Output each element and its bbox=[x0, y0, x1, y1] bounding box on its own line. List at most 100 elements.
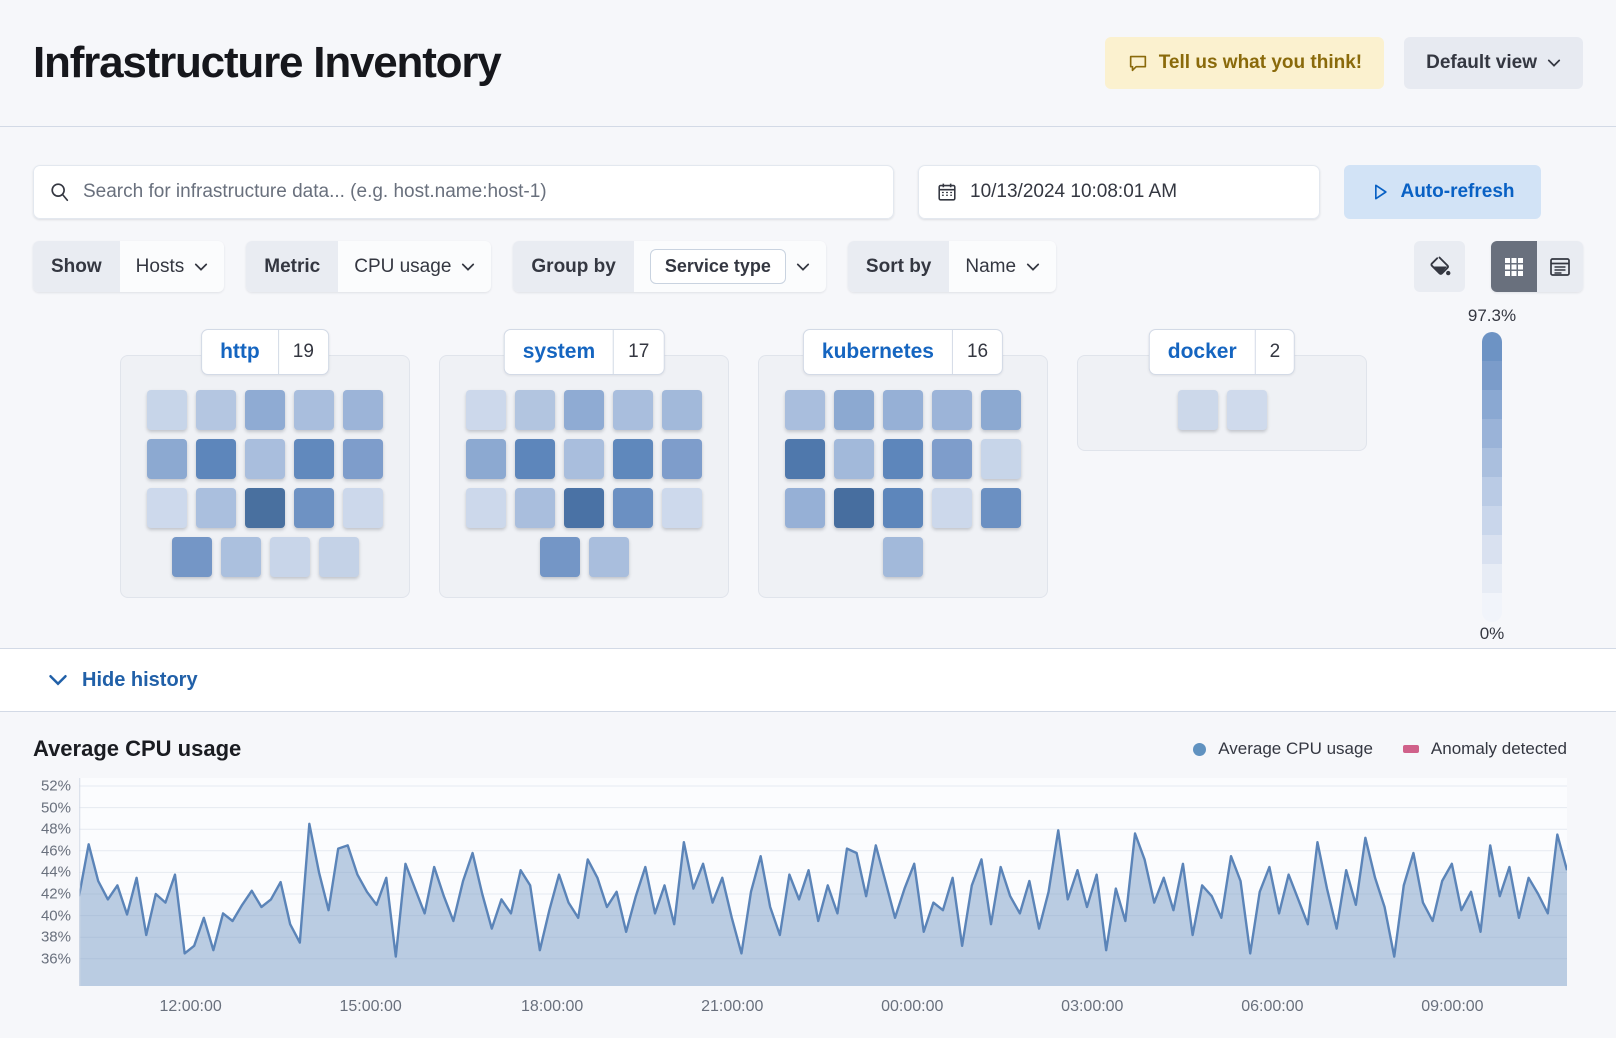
group-by-control[interactable]: Group by Service type bbox=[513, 241, 826, 292]
hide-history-toggle[interactable]: Hide history bbox=[0, 648, 1616, 712]
host-square[interactable] bbox=[1226, 390, 1267, 430]
host-square[interactable] bbox=[588, 537, 629, 577]
scale-min-label: 0% bbox=[1479, 624, 1505, 643]
host-square[interactable] bbox=[245, 488, 285, 528]
host-square[interactable] bbox=[932, 390, 972, 430]
feedback-button[interactable]: Tell us what you think! bbox=[1104, 37, 1385, 89]
host-square[interactable] bbox=[883, 537, 923, 577]
host-square[interactable] bbox=[466, 439, 506, 479]
legend-item[interactable]: Anomaly detected bbox=[1402, 739, 1567, 759]
host-square[interactable] bbox=[515, 488, 555, 528]
host-square[interactable] bbox=[171, 537, 212, 577]
host-square[interactable] bbox=[981, 390, 1021, 430]
host-square[interactable] bbox=[294, 439, 334, 479]
host-square[interactable] bbox=[196, 439, 236, 479]
host-square[interactable] bbox=[196, 488, 236, 528]
legend-label: Average CPU usage bbox=[1218, 739, 1373, 758]
host-square[interactable] bbox=[1177, 390, 1218, 430]
host-square[interactable] bbox=[564, 488, 604, 528]
auto-refresh-button[interactable]: Auto-refresh bbox=[1344, 165, 1541, 219]
show-control[interactable]: Show Hosts bbox=[33, 241, 225, 292]
host-square[interactable] bbox=[564, 390, 604, 430]
waffle-row bbox=[147, 390, 383, 430]
group-name-link[interactable]: http bbox=[220, 340, 260, 363]
host-square[interactable] bbox=[539, 537, 580, 577]
sort-by-control[interactable]: Sort by Name bbox=[847, 241, 1057, 292]
host-square[interactable] bbox=[662, 439, 702, 479]
host-square[interactable] bbox=[883, 488, 923, 528]
grid-view-button[interactable] bbox=[1491, 241, 1537, 292]
play-icon bbox=[1370, 182, 1390, 202]
host-square[interactable] bbox=[662, 390, 702, 430]
host-square[interactable] bbox=[220, 537, 261, 577]
host-square[interactable] bbox=[245, 390, 285, 430]
x-tick-label: 00:00:00 bbox=[881, 998, 944, 1015]
default-view-button[interactable]: Default view bbox=[1404, 37, 1583, 89]
chevron-down-icon bbox=[48, 670, 68, 690]
group-name-link[interactable]: docker bbox=[1167, 340, 1237, 363]
scale-gradient-bar[interactable] bbox=[1482, 332, 1502, 622]
host-square[interactable] bbox=[147, 390, 187, 430]
search-row: 10/13/2024 10:08:01 AM Auto-refresh bbox=[33, 165, 1583, 219]
host-square[interactable] bbox=[318, 537, 359, 577]
color-palette-button[interactable] bbox=[1414, 241, 1465, 292]
host-square[interactable] bbox=[245, 439, 285, 479]
host-square[interactable] bbox=[981, 488, 1021, 528]
metric-control[interactable]: Metric CPU usage bbox=[246, 241, 492, 292]
host-square[interactable] bbox=[564, 439, 604, 479]
host-square[interactable] bbox=[466, 390, 506, 430]
host-square[interactable] bbox=[834, 488, 874, 528]
host-square[interactable] bbox=[932, 439, 972, 479]
group-name-link[interactable]: kubernetes bbox=[821, 340, 934, 363]
chevron-down-icon bbox=[1026, 260, 1040, 274]
search-input[interactable] bbox=[83, 181, 878, 203]
legend-item[interactable]: Average CPU usage bbox=[1193, 739, 1373, 759]
host-square[interactable] bbox=[785, 439, 825, 479]
host-square[interactable] bbox=[932, 488, 972, 528]
y-axis-labels: 52%50%48%46%44%42%40%38%36% bbox=[33, 778, 79, 986]
host-square[interactable] bbox=[662, 488, 702, 528]
host-square[interactable] bbox=[147, 488, 187, 528]
search-box[interactable] bbox=[33, 165, 894, 219]
group-by-value[interactable]: Service type bbox=[649, 249, 786, 284]
host-square[interactable] bbox=[834, 439, 874, 479]
date-picker[interactable]: 10/13/2024 10:08:01 AM bbox=[918, 165, 1320, 219]
host-square[interactable] bbox=[515, 390, 555, 430]
plot-area[interactable] bbox=[79, 778, 1567, 986]
host-square[interactable] bbox=[343, 488, 383, 528]
scale-stop bbox=[1482, 361, 1502, 390]
waffle-row bbox=[147, 488, 383, 528]
group-name-link[interactable]: system bbox=[522, 340, 596, 363]
host-square[interactable] bbox=[294, 390, 334, 430]
host-square[interactable] bbox=[147, 439, 187, 479]
host-square[interactable] bbox=[196, 390, 236, 430]
chevron-down-icon bbox=[194, 260, 208, 274]
host-square[interactable] bbox=[834, 390, 874, 430]
host-square[interactable] bbox=[343, 390, 383, 430]
scale-stop bbox=[1482, 535, 1502, 564]
feedback-label: Tell us what you think! bbox=[1158, 52, 1363, 73]
host-square[interactable] bbox=[613, 488, 653, 528]
host-square[interactable] bbox=[269, 537, 310, 577]
host-square[interactable] bbox=[466, 488, 506, 528]
view-tools bbox=[1414, 241, 1583, 292]
host-square[interactable] bbox=[785, 390, 825, 430]
y-tick-label: 50% bbox=[40, 799, 71, 817]
host-square[interactable] bbox=[613, 390, 653, 430]
table-view-button[interactable] bbox=[1537, 241, 1583, 292]
host-square[interactable] bbox=[883, 390, 923, 430]
host-square[interactable] bbox=[981, 439, 1021, 479]
paint-bucket-icon bbox=[1427, 254, 1453, 280]
host-square[interactable] bbox=[294, 488, 334, 528]
host-square[interactable] bbox=[883, 439, 923, 479]
host-square[interactable] bbox=[613, 439, 653, 479]
host-square[interactable] bbox=[785, 488, 825, 528]
sort-by-value: Name bbox=[965, 255, 1017, 277]
host-square[interactable] bbox=[343, 439, 383, 479]
host-square[interactable] bbox=[515, 439, 555, 479]
scale-max-label: 97.3% bbox=[1467, 306, 1517, 325]
scale-stop bbox=[1482, 477, 1502, 506]
